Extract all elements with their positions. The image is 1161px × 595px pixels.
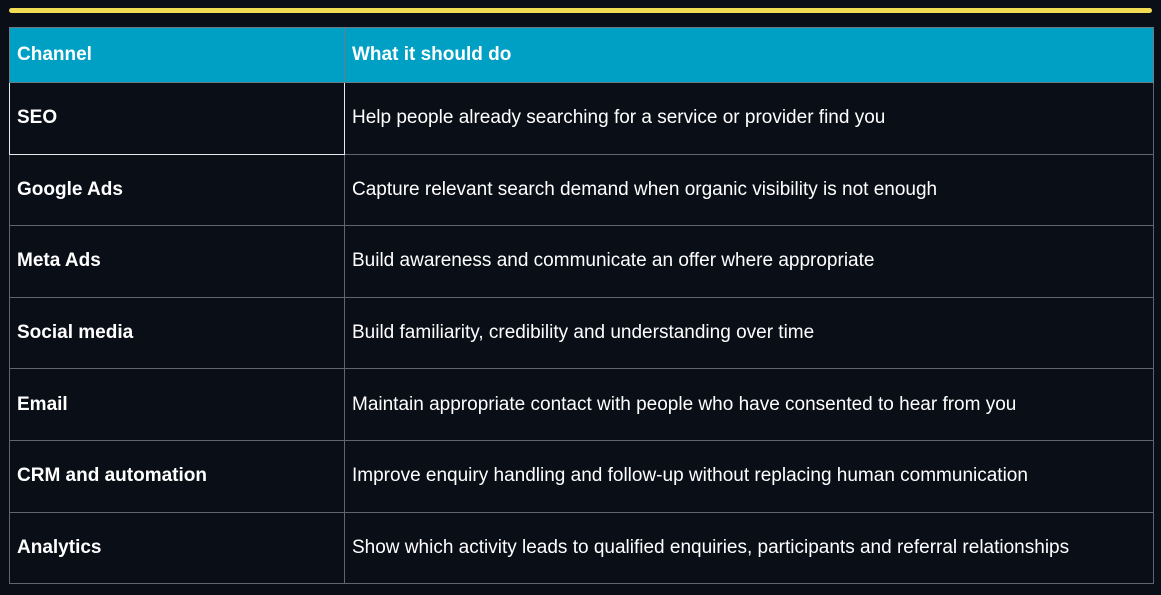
channel-cell[interactable]: Email bbox=[9, 368, 345, 441]
accent-bar bbox=[9, 8, 1152, 13]
table-row: Google Ads Capture relevant search deman… bbox=[9, 153, 1154, 227]
purpose-cell: Build awareness and communicate an offer… bbox=[344, 225, 1154, 298]
channel-cell[interactable]: SEO bbox=[9, 82, 345, 155]
table-row: SEO Help people already searching for a … bbox=[9, 82, 1154, 155]
channel-table: Channel What it should do SEO Help peopl… bbox=[9, 27, 1154, 585]
channel-cell[interactable]: CRM and automation bbox=[9, 439, 345, 513]
column-header-purpose: What it should do bbox=[344, 27, 1154, 83]
table-row: Social media Build familiarity, credibil… bbox=[9, 296, 1154, 370]
purpose-cell: Capture relevant search demand when orga… bbox=[344, 153, 1154, 227]
channel-cell[interactable]: Google Ads bbox=[9, 153, 345, 227]
table-row: Meta Ads Build awareness and communicate… bbox=[9, 225, 1154, 298]
purpose-cell: Show which activity leads to qualified e… bbox=[344, 511, 1154, 585]
table-header-row: Channel What it should do bbox=[9, 27, 1154, 83]
purpose-cell: Improve enquiry handling and follow-up w… bbox=[344, 439, 1154, 513]
channel-cell[interactable]: Analytics bbox=[9, 511, 345, 585]
table-row: Email Maintain appropriate contact with … bbox=[9, 368, 1154, 441]
purpose-cell: Maintain appropriate contact with people… bbox=[344, 368, 1154, 441]
table-row: Analytics Show which activity leads to q… bbox=[9, 511, 1154, 585]
channel-cell[interactable]: Meta Ads bbox=[9, 225, 345, 298]
purpose-cell: Help people already searching for a serv… bbox=[344, 82, 1154, 155]
channel-cell[interactable]: Social media bbox=[9, 296, 345, 370]
table-row: CRM and automation Improve enquiry handl… bbox=[9, 439, 1154, 513]
column-header-channel: Channel bbox=[9, 27, 345, 83]
purpose-cell: Build familiarity, credibility and under… bbox=[344, 296, 1154, 370]
